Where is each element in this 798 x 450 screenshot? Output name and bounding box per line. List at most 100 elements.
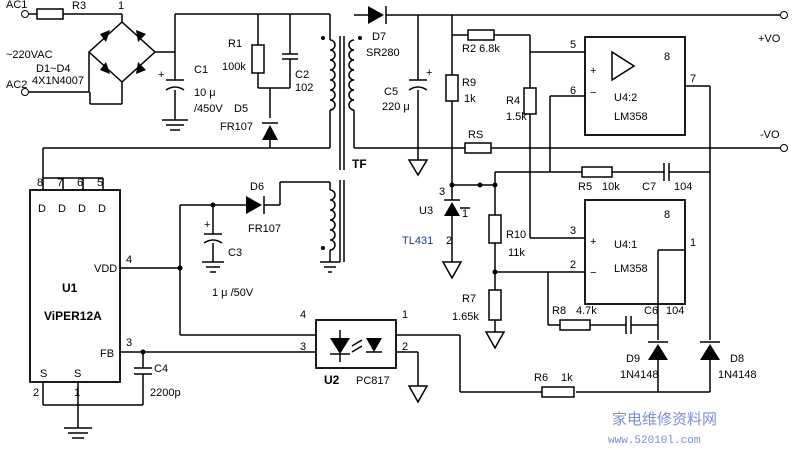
c1-val1: 10 μ [194,87,216,99]
c6-val: 104 [666,305,684,317]
u41-pin8: 8 [664,209,670,221]
c1-capacitor: + C1 10 μ /450V [158,64,223,131]
r2-label: R2 6.8k [462,43,500,55]
c3-val: 1 μ /50V [212,287,254,299]
u1-d1: D [38,203,46,215]
u3-pin3: 3 [439,186,445,198]
u3-part: TL431 [402,235,433,247]
d6-part: FR107 [248,223,281,235]
u2-pin2: 2 [402,341,408,353]
d5-part: FR107 [220,121,253,133]
u4-1-opamp: 8 + − U4:1 LM358 3 2 1 [530,199,696,340]
d9-part: 1N4148 [620,369,659,381]
r7-val: 1.65k [452,311,479,323]
u1-s1: S [40,368,47,380]
u1-label: U1 [62,281,78,295]
vo-neg-terminal [780,144,788,152]
d7-part: SR280 [366,47,400,59]
d9-label: D9 [626,353,640,365]
c4-label: C4 [154,363,168,375]
u1-pin8: 8 [37,177,43,189]
r10-label: R10 [506,229,526,241]
u3-label: U3 [419,205,433,217]
r3-label: R3 [72,0,86,12]
u1-pin2: 2 [33,387,39,399]
r9-val: 1k [464,93,476,105]
r4-resistor: R4 1.5k [506,52,537,238]
u1-d2: D [58,203,66,215]
r5-c7-network: R5 10k C7 104 [495,163,710,193]
d8-label: D8 [730,353,744,365]
u41-minus: − [590,267,596,279]
d8-part: 1N4148 [718,369,757,381]
vo-pos-label: +VO [758,33,781,45]
c3-plus: + [204,219,210,231]
r8-c6-network: R8 4.7k C6 104 [547,272,684,334]
watermark-cn: 家电维修资料网 [612,410,717,428]
u42-label: U4:2 [614,92,637,104]
u1-viper12a: 8 7 6 5 D D D D VDD U1 ViPER12A FB S S 4… [29,177,143,439]
c5-plus: + [426,67,432,79]
u2-label: U2 [324,373,340,387]
vo-pos-terminal [780,11,788,19]
c2-val: 102 [295,82,313,94]
c7-label: C7 [642,181,656,193]
d6-label: D6 [250,181,264,193]
snubber-network: R1 100k C2 102 D5 FR107 [220,14,313,148]
u1-pin5: 5 [97,177,103,189]
c7-val: 104 [674,181,692,193]
d5-label: D5 [234,103,248,115]
u41-pin1: 1 [690,237,696,249]
u1-fb: FB [100,348,114,360]
r10-val: 11k [508,247,525,259]
u42-pin6: 6 [570,85,576,97]
u2-pin1: 1 [402,309,408,321]
d1d4-part: 4X1N4007 [32,75,84,87]
fb-c4-network: C4 2200p [120,349,316,405]
u42-part: LM358 [614,111,648,123]
c1-val2: /450V [194,103,223,115]
vo-neg-label: -VO [760,129,780,141]
u1-pin4: 4 [126,254,132,266]
u1-d4: D [98,203,106,215]
u42-pin5: 5 [570,39,576,51]
r6-label: R6 [534,372,548,384]
u1-d3: D [78,203,86,215]
u1-part: ViPER12A [44,309,102,323]
r5-label: R5 [578,181,592,193]
ac1-label: AC1 [6,0,27,11]
u42-plus: + [590,65,596,77]
r5-val: 10k [602,181,620,193]
c5-capacitor: + C5 220 μ [382,15,432,177]
watermark-url: www.52010l.com [608,435,701,447]
u1-pin3: 3 [126,337,132,349]
r9-resistor: R9 1k [445,35,476,185]
d9-d8-diodes: D9 1N4148 D8 1N4148 [576,341,757,393]
u3-pin2: 2 [446,235,452,247]
r3-resistor: R3 1 [29,0,124,20]
c5-val: 220 μ [382,101,410,113]
c5-label: C5 [384,86,398,98]
c4-val: 2200p [150,387,181,399]
u2-part: PC817 [356,375,390,387]
transformer-tf: TF [320,14,367,273]
r4-val: 1.5k [506,111,527,123]
u1-vdd: VDD [94,263,117,275]
u1-pin7: 7 [57,177,63,189]
u2-pin3: 3 [300,341,306,353]
r10-r7-divider: R10 11k R7 1.65k [452,214,585,350]
c1-label: C1 [194,64,208,76]
d1d4-label: D1~D4 [36,63,71,75]
vdd-supply: D6 FR107 + C3 1 μ /50V [120,181,331,336]
u41-label: U4:1 [614,239,637,251]
c6-label: C6 [644,305,658,317]
u4-2-opamp: + − 8 U4:2 LM358 5 6 7 [549,36,711,340]
r6-resistor: R6 1k [396,334,575,398]
r4-label: R4 [506,95,520,107]
c3-label: C3 [228,247,242,259]
ac2-label: AC2 [6,79,27,91]
u3-pin1: 1 [462,208,468,220]
u3-tl431: 3 1 U3 TL431 2 [402,172,498,280]
tf-label: TF [352,157,367,171]
